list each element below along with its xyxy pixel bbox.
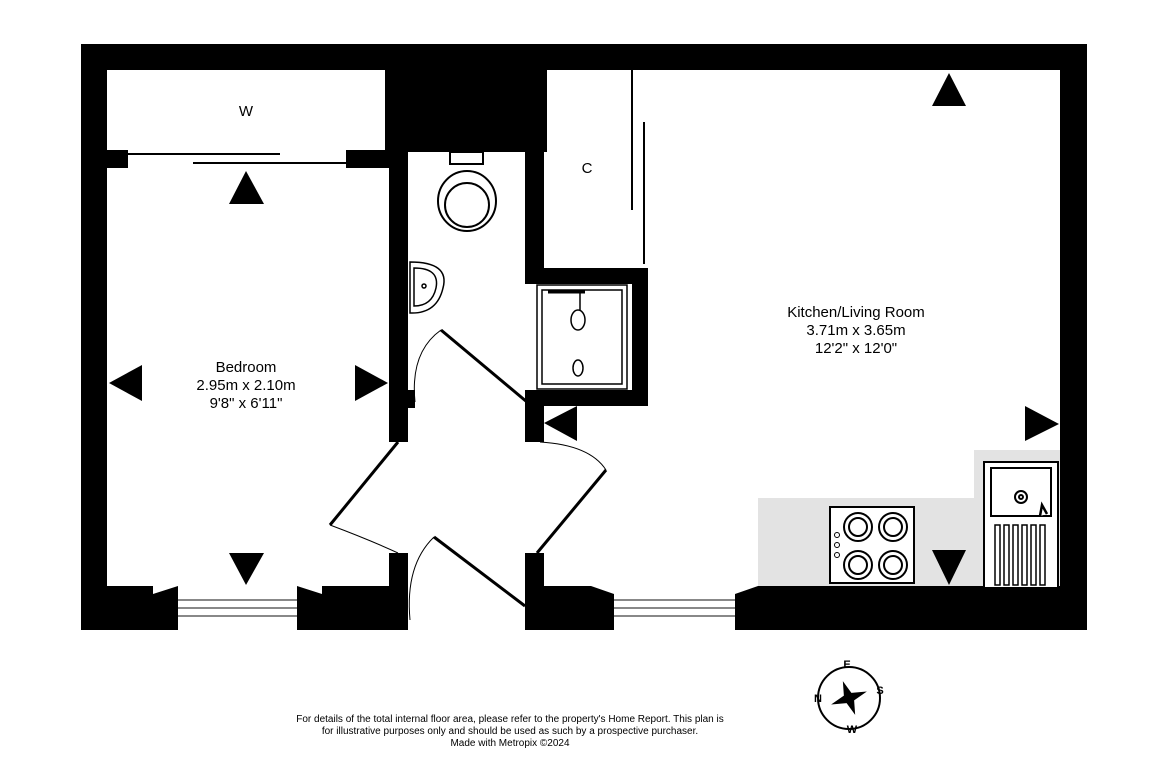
arrow-up-icon <box>932 73 966 106</box>
compass: N E S W <box>814 659 884 736</box>
cupboard-label: C <box>582 160 593 177</box>
wardrobe-label: W <box>239 103 254 120</box>
compass-s: S <box>876 685 883 697</box>
kitchen-metric: 3.71m x 3.65m <box>806 322 905 339</box>
kitchen-name: Kitchen/Living Room <box>787 304 925 321</box>
basin <box>409 261 445 314</box>
bedroom-imperial: 9'8" x 6'11" <box>210 395 283 412</box>
kitchen-imperial: 12'2" x 12'0" <box>815 340 897 357</box>
kitchen-sink <box>983 461 1059 589</box>
wardrobe-doors <box>128 153 346 164</box>
arrow-down-icon <box>229 553 264 585</box>
hob <box>829 506 915 584</box>
arrow-left-icon <box>544 406 577 441</box>
disclaimer: For details of the total internal floor … <box>296 714 724 749</box>
compass-e: E <box>843 659 850 671</box>
arrow-down-icon <box>932 550 966 585</box>
disclaimer-line-3: Made with Metropix ©2024 <box>450 738 570 749</box>
arrow-up-icon <box>229 171 264 204</box>
arrow-left-icon <box>109 365 142 401</box>
arrow-right-icon <box>355 365 388 401</box>
arrow-right-icon <box>1025 406 1059 441</box>
windows <box>178 599 735 617</box>
door-swings <box>328 328 608 621</box>
bedroom-name: Bedroom <box>216 359 277 376</box>
room-labels: Bedroom 2.95m x 2.10m 9'8" x 6'11" Kitch… <box>196 103 924 412</box>
walls <box>81 44 1087 630</box>
cupboard-doors <box>631 70 645 264</box>
shower-tray <box>536 284 628 390</box>
bedroom-metric: 2.95m x 2.10m <box>196 377 295 394</box>
compass-w: W <box>847 724 858 736</box>
disclaimer-line-1: For details of the total internal floor … <box>296 714 724 725</box>
compass-n: N <box>814 693 822 705</box>
measure-arrows <box>109 73 1059 585</box>
compass-rose-icon <box>831 681 867 715</box>
disclaimer-line-2: for illustrative purposes only and shoul… <box>322 726 698 737</box>
wc-toilet <box>437 151 497 232</box>
